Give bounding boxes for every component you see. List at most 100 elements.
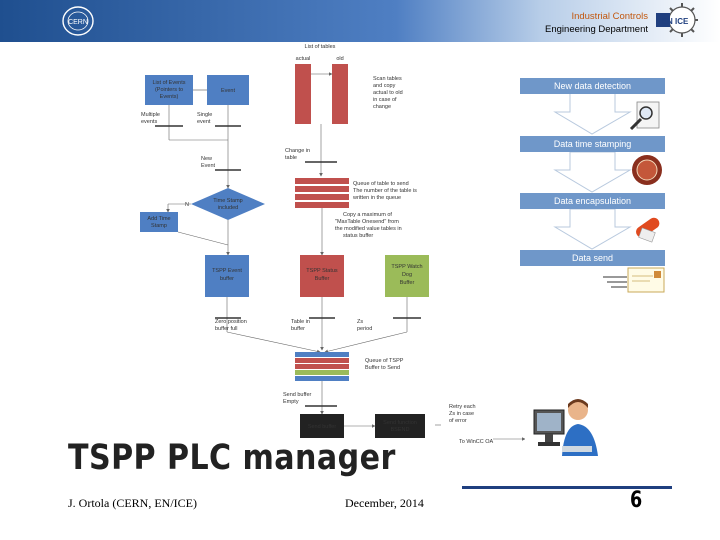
footer-author: J. Ortola (CERN, EN/ICE) <box>68 496 197 510</box>
time-stamp-l2: included <box>218 205 239 211</box>
magnifier-icon <box>629 101 660 131</box>
scan-tables-l3: actual to old <box>373 90 403 96</box>
queue-row-3 <box>295 194 349 200</box>
tspp-queue-row-1 <box>295 352 349 357</box>
queue-tspp-l2: Buffer to Send <box>365 365 400 371</box>
table-in-buffer-l2: buffer <box>291 326 305 332</box>
zero-position-l1: Zero position <box>215 319 247 325</box>
scan-tables-l2: and copy <box>373 83 396 89</box>
queue-row-1 <box>295 178 349 184</box>
old-table-column <box>332 64 348 124</box>
time-stamp-l1: Time Stamp <box>213 198 242 204</box>
stamp-icon <box>632 155 662 185</box>
to-wincc-label: To WinCC OA <box>459 439 494 445</box>
capsule-icon <box>636 217 660 243</box>
pipeline-arrows <box>553 89 665 293</box>
queue-row-4 <box>295 202 349 208</box>
svg-text:CERN: CERN <box>68 19 88 26</box>
change-in-table-l1: Change in <box>285 148 310 154</box>
event-box <box>207 75 249 105</box>
add-time-stamp-l2: Stamp <box>151 223 167 229</box>
tspp-event-l1: TSPP Event <box>212 268 242 274</box>
new-event-l2: Event <box>201 163 216 169</box>
step-data-encapsulation: Data encapsulation <box>520 193 665 209</box>
dept-line1: Industrial Controls <box>571 11 648 22</box>
retry-l1: Retry each <box>449 404 476 410</box>
tspp-watch-l1: TSPP Watch <box>391 264 422 270</box>
n-label: N <box>185 202 189 208</box>
tspp-status-l2: Buffer <box>315 276 330 282</box>
zero-position-l2: buffer full <box>215 326 238 332</box>
copy-text-l3: the modified value tables in <box>335 226 402 232</box>
tspp-status-buffer <box>300 255 344 297</box>
step-new-data-detection: New data detection <box>520 78 665 94</box>
enice-text: EN ICE <box>662 17 689 26</box>
tspp-event-buffer <box>205 255 249 297</box>
process-pipeline: New data detection Data time stamping Da… <box>515 72 675 302</box>
scan-tables-l5: change <box>373 104 391 110</box>
multiple-events-l1: Multiple <box>141 112 160 118</box>
time-stamp-decision <box>191 188 265 220</box>
change-in-table-l2: table <box>285 155 297 161</box>
single-event-l1: Single <box>197 112 212 118</box>
tspp-queue-row-4 <box>295 370 349 375</box>
list-of-events-l1: List of Events <box>152 80 185 86</box>
event-label: Event <box>221 88 236 94</box>
new-event-l1: New <box>201 156 212 162</box>
retry-annotation: Retry each Zs in case of error To WinCC … <box>435 404 525 445</box>
tspp-watchdog-buffer <box>385 255 429 297</box>
en-ice-logo: EN ICE <box>656 3 698 37</box>
period-l2: period <box>357 326 372 332</box>
list-of-events-l3: Events) <box>160 94 179 100</box>
footer-date: December, 2014 <box>345 496 424 510</box>
queue-row-2 <box>295 186 349 192</box>
list-of-events-box <box>145 75 193 105</box>
header-band <box>0 0 720 42</box>
department-label: Industrial Controls Engineering Departme… <box>545 10 648 36</box>
tspp-flow-diagram: List of tables actual old Scan tables an… <box>140 44 429 438</box>
tspp-queue-row-5 <box>295 376 349 381</box>
cern-logo: CERN <box>62 6 94 36</box>
scan-tables-l1: Scan tables <box>373 76 402 82</box>
send-function-l2: BSEND <box>391 427 410 433</box>
add-time-stamp-box <box>140 212 178 232</box>
queue-table-l3: written in the queue <box>352 195 401 201</box>
actual-table-column <box>295 64 311 124</box>
slide-title: TSPP PLC manager <box>68 438 396 478</box>
tspp-status-l1: TSPP Status <box>306 268 338 274</box>
step-data-send: Data send <box>520 250 665 266</box>
tspp-queue-row-3 <box>295 364 349 369</box>
tspp-watch-l2: Dog <box>402 272 412 278</box>
copy-text-l4: status buffer <box>343 233 373 239</box>
period-l1: Zs <box>357 319 363 325</box>
page-number: 6 <box>630 488 643 513</box>
tspp-queue-row-2 <box>295 358 349 363</box>
old-label: old <box>336 56 343 62</box>
footer-divider <box>462 486 672 489</box>
letter-icon <box>603 267 665 293</box>
multiple-events-l2: events <box>141 119 157 125</box>
list-of-events-l2: (Pointers to <box>155 87 183 93</box>
table-in-buffer-l1: Table in <box>291 319 310 325</box>
retry-l2: Zs in case <box>449 411 474 417</box>
send-function-box <box>375 414 425 438</box>
send-buffer-box <box>300 414 344 438</box>
send-buffer-empty-l2: Empty <box>283 399 299 405</box>
actual-label: actual <box>296 56 311 62</box>
single-event-l2: event <box>197 119 211 125</box>
copy-text-l1: Copy a maximum of <box>343 212 392 218</box>
send-buffer-empty-l1: Send buffer <box>283 392 312 398</box>
step-data-time-stamping: Data time stamping <box>520 136 665 152</box>
queue-table-l1: Queue of table to send <box>353 181 409 187</box>
scan-tables-l4: in case of <box>373 97 397 103</box>
send-function-l1: Send function <box>383 420 417 426</box>
queue-table-l2: The number of the table is <box>353 188 417 194</box>
add-time-stamp-l1: Add Time <box>147 216 170 222</box>
operator-icon <box>533 399 598 456</box>
copy-text-l2: "MaxTable Onesend" from <box>335 219 399 225</box>
dept-line2: Engineering Department <box>545 24 648 35</box>
list-of-tables-label: List of tables <box>305 44 336 50</box>
tspp-event-l2: buffer <box>220 276 234 282</box>
queue-tspp-l1: Queue of TSPP <box>365 358 404 364</box>
send-buffer-label: Send buffer <box>308 424 337 430</box>
